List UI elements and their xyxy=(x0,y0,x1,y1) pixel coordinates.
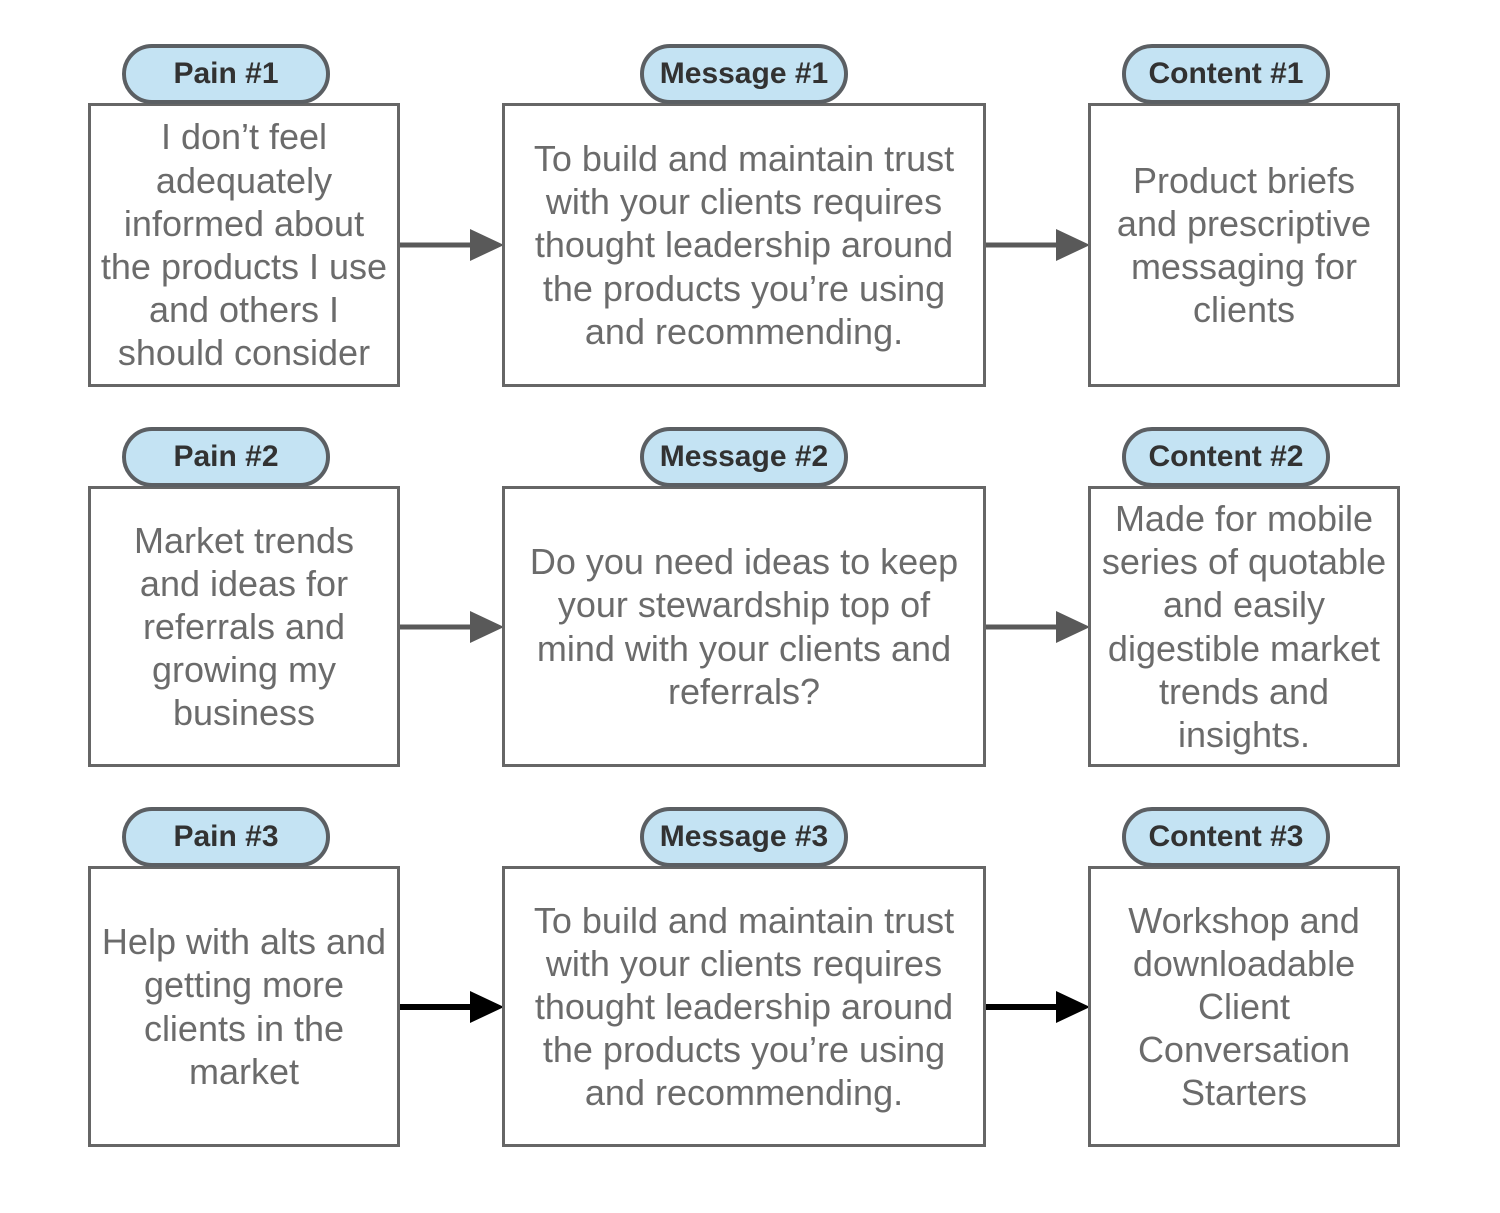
pill-content-3-label: Content #3 xyxy=(1148,820,1304,853)
box-pain-2-text: Market trends and ideas for referrals an… xyxy=(133,519,355,734)
box-message-1: To build and maintain trust with your cl… xyxy=(502,103,986,387)
box-content-1-text: Product briefs and prescriptive messagin… xyxy=(1116,159,1372,331)
box-content-2-text: Made for mobile series of quotable and e… xyxy=(1101,497,1387,755)
pill-pain-3: Pain #3 xyxy=(122,807,330,867)
pill-pain-3-label: Pain #3 xyxy=(173,820,279,853)
pill-content-2-label: Content #2 xyxy=(1148,440,1304,473)
pill-content-1: Content #1 xyxy=(1122,44,1330,104)
box-message-3-text: To build and maintain trust with your cl… xyxy=(533,899,955,1114)
pill-message-2-label: Message #2 xyxy=(659,440,829,473)
box-message-3: To build and maintain trust with your cl… xyxy=(502,866,986,1147)
arrow-pain1-to-message1 xyxy=(398,229,504,261)
arrow-pain3-to-message3 xyxy=(398,991,504,1023)
pill-content-1-label: Content #1 xyxy=(1148,57,1304,90)
box-message-2-text: Do you need ideas to keep your stewardsh… xyxy=(529,541,959,712)
arrow-message1-to-content1 xyxy=(984,229,1090,261)
box-pain-2: Market trends and ideas for referrals an… xyxy=(88,486,400,767)
pill-message-1-label: Message #1 xyxy=(659,57,829,90)
pill-pain-1: Pain #1 xyxy=(122,44,330,104)
pill-message-3-label: Message #3 xyxy=(659,820,829,853)
box-content-1: Product briefs and prescriptive messagin… xyxy=(1088,103,1400,387)
arrow-message2-to-content2 xyxy=(984,611,1090,643)
box-message-2: Do you need ideas to keep your stewardsh… xyxy=(502,486,986,767)
box-content-2: Made for mobile series of quotable and e… xyxy=(1088,486,1400,767)
box-content-3-text: Workshop and downloadable Client Convers… xyxy=(1128,899,1360,1114)
box-pain-3: Help with alts and getting more clients … xyxy=(88,866,400,1147)
arrow-message3-to-content3 xyxy=(984,991,1090,1023)
box-pain-3-text: Help with alts and getting more clients … xyxy=(101,921,387,1092)
pill-content-2: Content #2 xyxy=(1122,427,1330,487)
arrow-pain2-to-message2 xyxy=(398,611,504,643)
pill-pain-2-label: Pain #2 xyxy=(173,440,279,473)
box-pain-1: I don’t feel adequately informed about t… xyxy=(88,103,400,387)
pill-content-3: Content #3 xyxy=(1122,807,1330,867)
pill-message-3: Message #3 xyxy=(640,807,848,867)
box-pain-1-text: I don’t feel adequately informed about t… xyxy=(100,116,388,374)
pill-pain-1-label: Pain #1 xyxy=(173,57,279,90)
pill-message-2: Message #2 xyxy=(640,427,848,487)
pill-pain-2: Pain #2 xyxy=(122,427,330,487)
pill-message-1: Message #1 xyxy=(640,44,848,104)
box-message-1-text: To build and maintain trust with your cl… xyxy=(533,138,955,352)
box-content-3: Workshop and downloadable Client Convers… xyxy=(1088,866,1400,1147)
